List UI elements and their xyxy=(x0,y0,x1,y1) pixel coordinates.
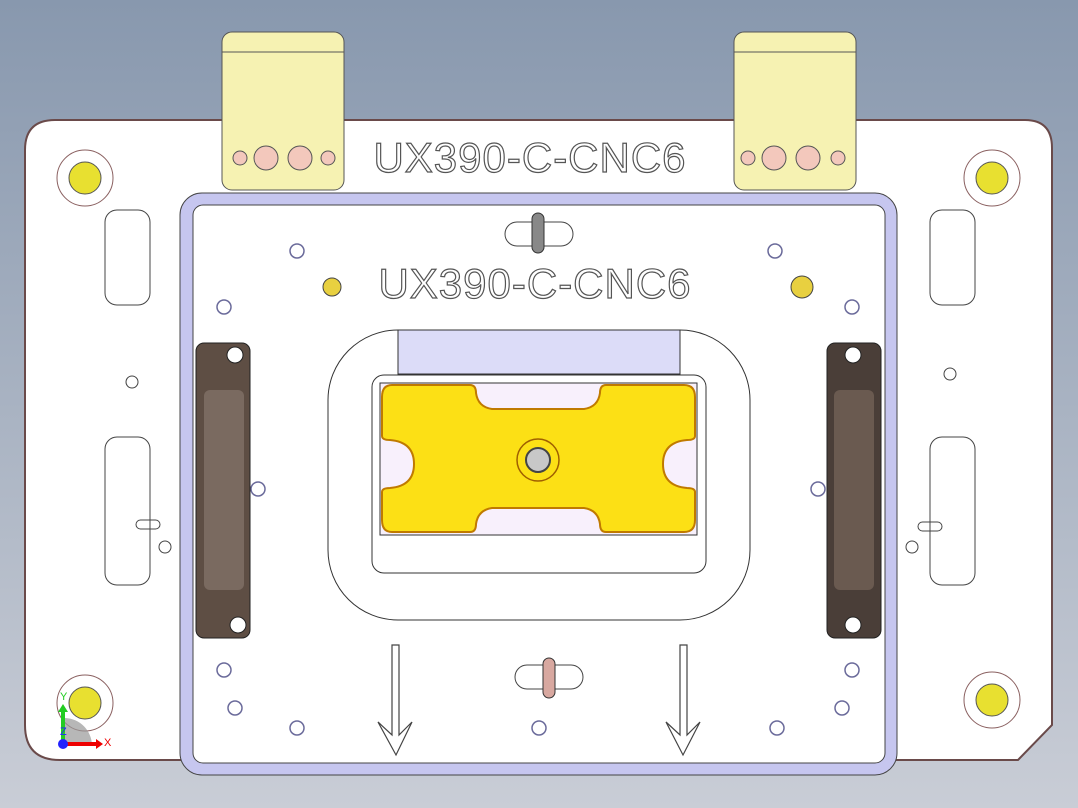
triad-z-label: Z xyxy=(60,726,67,738)
base-slots xyxy=(104,209,976,586)
plate-holes xyxy=(216,243,860,736)
right-tab[interactable] xyxy=(733,31,857,191)
bolt-icon xyxy=(56,674,114,732)
arrow-down-icon xyxy=(665,644,701,757)
coordinate-triad: X Y Z xyxy=(58,691,112,749)
right-handle[interactable] xyxy=(826,342,882,639)
bolt-icon xyxy=(56,149,114,207)
locating-pins xyxy=(322,212,814,699)
center-pin xyxy=(525,447,551,473)
bolt-icon xyxy=(963,671,1021,729)
top-engraved-label: UX390-C-CNC6 xyxy=(373,134,686,181)
left-handle[interactable] xyxy=(195,342,251,639)
triad-y-label: Y xyxy=(60,691,68,703)
left-tab[interactable] xyxy=(221,31,345,191)
corner-bolts xyxy=(56,149,1021,732)
arrow-down-icon xyxy=(377,644,413,757)
bolt-icon xyxy=(963,149,1021,207)
direction-arrows xyxy=(377,644,701,757)
triad-x-label: X xyxy=(104,737,112,749)
plate-engraved-label: UX390-C-CNC6 xyxy=(378,260,691,307)
